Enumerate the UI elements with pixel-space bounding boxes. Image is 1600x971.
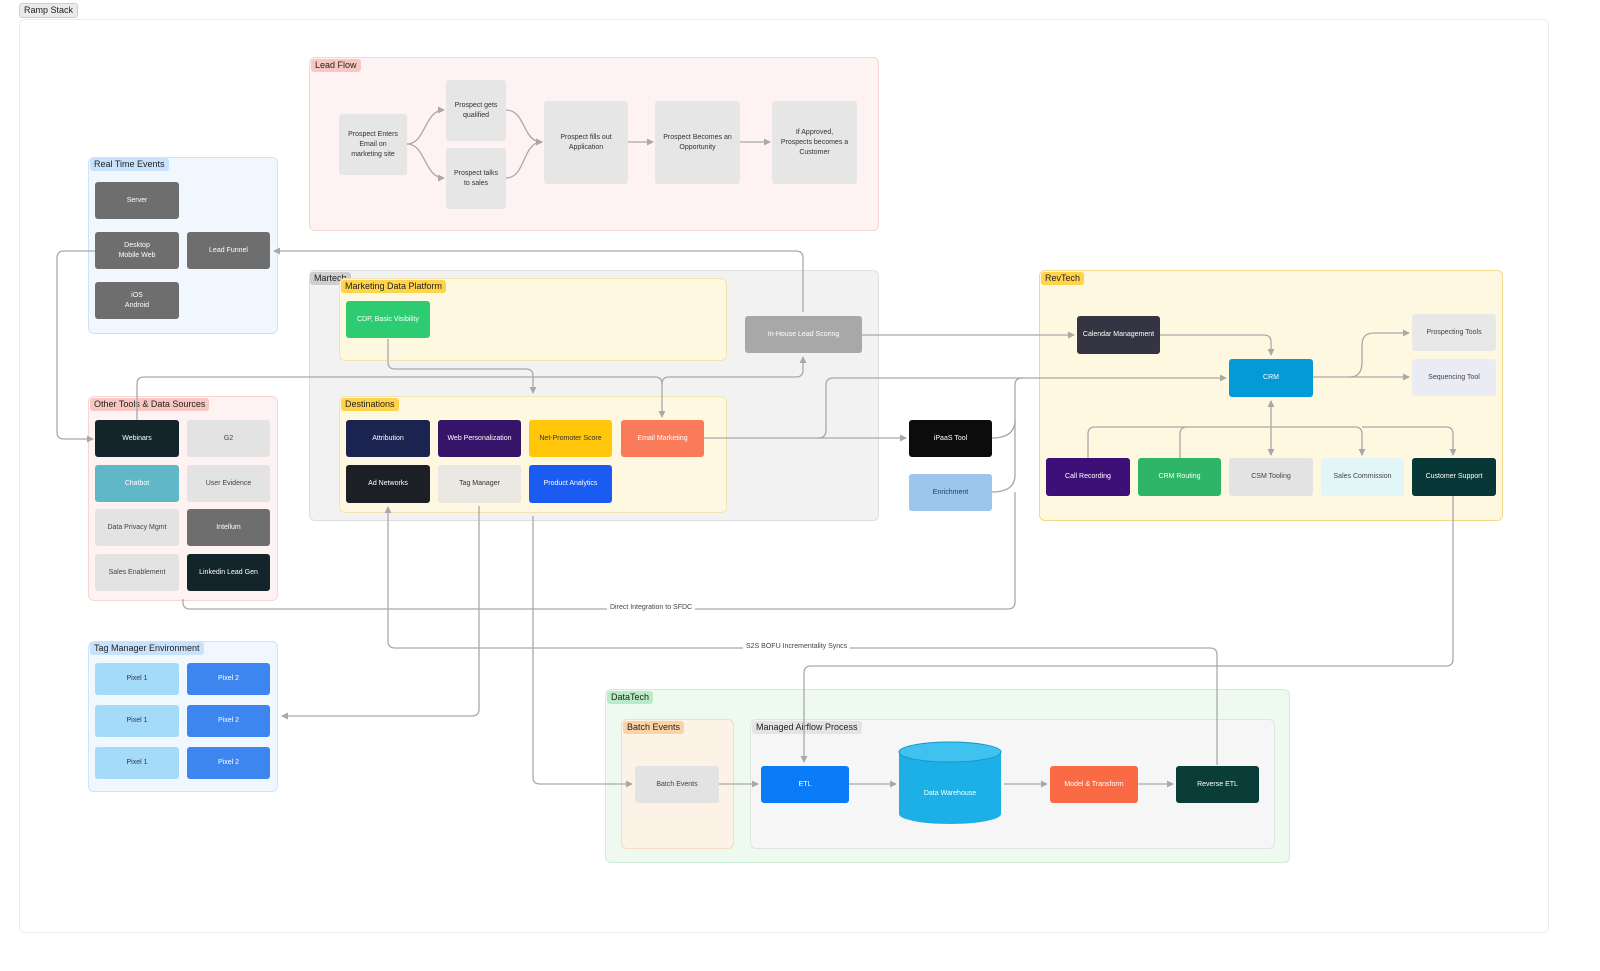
edge-realtime-webinars (56, 250, 95, 443)
group-batch-events-label: Batch Events (623, 721, 685, 734)
group-destinations-label: Destinations (341, 398, 399, 411)
edge-crmrouting (1179, 426, 1188, 458)
edge-callrec (1087, 426, 1271, 458)
edge-support (1362, 426, 1457, 456)
node-pixel-1-b[interactable]: Pixel 1 (95, 705, 179, 737)
edge-webinars-email (136, 376, 666, 420)
node-in-house-lead-scoring[interactable]: In-House Lead Scoring (745, 316, 862, 353)
node-pixel-2-c[interactable]: Pixel 2 (187, 747, 270, 779)
node-attribution[interactable]: Attribution (346, 420, 430, 457)
node-lead-funnel[interactable]: Lead Funnel (187, 232, 270, 269)
edge-leadfunnel-scoring (273, 247, 804, 312)
edge-email-crm (817, 374, 1227, 439)
node-chatbot[interactable]: Chatbot (95, 465, 179, 502)
node-pixel-2-a[interactable]: Pixel 2 (187, 663, 270, 695)
edge-salescomm (1271, 426, 1366, 456)
edge-webinars-scoring (661, 356, 807, 385)
group-lead-flow-label: Lead Flow (311, 59, 361, 72)
edge-cdp-destinations (387, 339, 537, 394)
node-pixel-2-b[interactable]: Pixel 2 (187, 705, 270, 737)
node-prospect-customer[interactable]: If Approved, Prospects becomes a Custome… (772, 101, 857, 184)
node-web-personalization[interactable]: Web Personalization (438, 420, 521, 457)
edge-calendar-crm (1160, 334, 1275, 356)
node-crm-routing[interactable]: CRM Routing (1138, 458, 1221, 496)
node-call-recording[interactable]: Call Recording (1046, 458, 1130, 496)
group-other-tools-label: Other Tools & Data Sources (90, 398, 210, 411)
node-intellum[interactable]: Intellum (187, 509, 270, 546)
edge-qualified-fills (505, 109, 543, 146)
edge-prodanalytics-batch (532, 516, 633, 788)
node-sales-enablement[interactable]: Sales Enablement (95, 554, 179, 591)
group-datatech-label: DataTech (607, 691, 654, 704)
group-managed-airflow-label: Managed Airflow Process (752, 721, 862, 734)
node-batch-events[interactable]: Batch Events (635, 766, 719, 803)
data-warehouse-cylinder (898, 741, 1002, 824)
node-net-promoter-score[interactable]: Net-Promoter Score (529, 420, 612, 457)
node-pixel-1-a[interactable]: Pixel 1 (95, 663, 179, 695)
node-ad-networks[interactable]: Ad Networks (346, 465, 430, 503)
edge-label-s2s-syncs: S2S BOFU Incrementality Syncs (743, 643, 851, 650)
node-prospect-qualified[interactable]: Prospect gets qualified (446, 80, 506, 141)
node-desktop-mobile-web[interactable]: Desktop Mobile Web (95, 232, 179, 269)
node-prospect-enters-email[interactable]: Prospect Enters Email on marketing site (339, 114, 407, 175)
node-reverse-etl[interactable]: Reverse ETL (1176, 766, 1259, 803)
edge-enter-talks (406, 143, 445, 182)
edge-label-direct-sfdc: Direct Integration to SFDC (607, 604, 696, 611)
edge-direct-sfdc (182, 492, 1016, 610)
node-sequencing-tool[interactable]: Sequencing Tool (1412, 359, 1496, 396)
node-g2[interactable]: G2 (187, 420, 270, 457)
node-prospecting-tools[interactable]: Prospecting Tools (1412, 314, 1496, 351)
edge-enrichment-crm (991, 420, 1016, 493)
canvas-title[interactable]: Ramp Stack (19, 3, 79, 18)
node-csm-tooling[interactable]: CSM Tooling (1229, 458, 1313, 496)
node-prospect-fills-application[interactable]: Prospect fills out Application (544, 101, 628, 184)
node-customer-support[interactable]: Customer Support (1412, 458, 1496, 496)
node-ios-android[interactable]: iOS Android (95, 282, 179, 319)
node-crm[interactable]: CRM (1229, 359, 1313, 397)
edge-crm-prospecting (1313, 329, 1410, 378)
node-server[interactable]: Server (95, 182, 179, 219)
node-data-warehouse[interactable]: Data Warehouse (923, 790, 977, 797)
group-revtech-label: RevTech (1041, 272, 1085, 285)
edge-tagmgr-pixels (281, 506, 480, 720)
node-email-marketing[interactable]: Email Marketing (621, 420, 704, 457)
node-pixel-1-c[interactable]: Pixel 1 (95, 747, 179, 779)
node-enrichment[interactable]: Enrichment (909, 474, 992, 511)
node-calendar-management[interactable]: Calendar Management (1077, 316, 1160, 354)
node-product-analytics[interactable]: Product Analytics (529, 465, 612, 503)
node-linkedin-lead-gen[interactable]: Linkedin Lead Gen (187, 554, 270, 591)
node-prospect-opportunity[interactable]: Prospect Becomes an Opportunity (655, 101, 740, 184)
group-real-time-events-label: Real Time Events (90, 158, 169, 171)
edge-ipaas-crm (991, 377, 1023, 439)
node-etl[interactable]: ETL (761, 766, 849, 803)
node-ipaas-tool[interactable]: iPaaS Tool (909, 420, 992, 457)
node-user-evidence[interactable]: User Evidence (187, 465, 270, 502)
group-marketing-data-platform-label: Marketing Data Platform (341, 280, 447, 293)
group-tag-manager-env-label: Tag Manager Environment (90, 642, 204, 655)
canvas-frame (19, 19, 1549, 933)
edge-enter-qualified (406, 106, 445, 145)
edge-talks-fills (505, 138, 543, 179)
edge-support-etl (800, 496, 1454, 763)
node-tag-manager[interactable]: Tag Manager (438, 465, 521, 503)
node-sales-commission[interactable]: Sales Commission (1321, 458, 1404, 496)
node-data-privacy-mgmt[interactable]: Data Privacy Mgmt (95, 509, 179, 546)
node-model-transform[interactable]: Model & Transform (1050, 766, 1138, 803)
node-prospect-talks-sales[interactable]: Prospect talks to sales (446, 148, 506, 209)
node-cdp-basic-visibility[interactable]: CDP, Basic Visibility (346, 301, 430, 338)
edge-s2s-syncs (384, 506, 1218, 765)
node-webinars[interactable]: Webinars (95, 420, 179, 457)
